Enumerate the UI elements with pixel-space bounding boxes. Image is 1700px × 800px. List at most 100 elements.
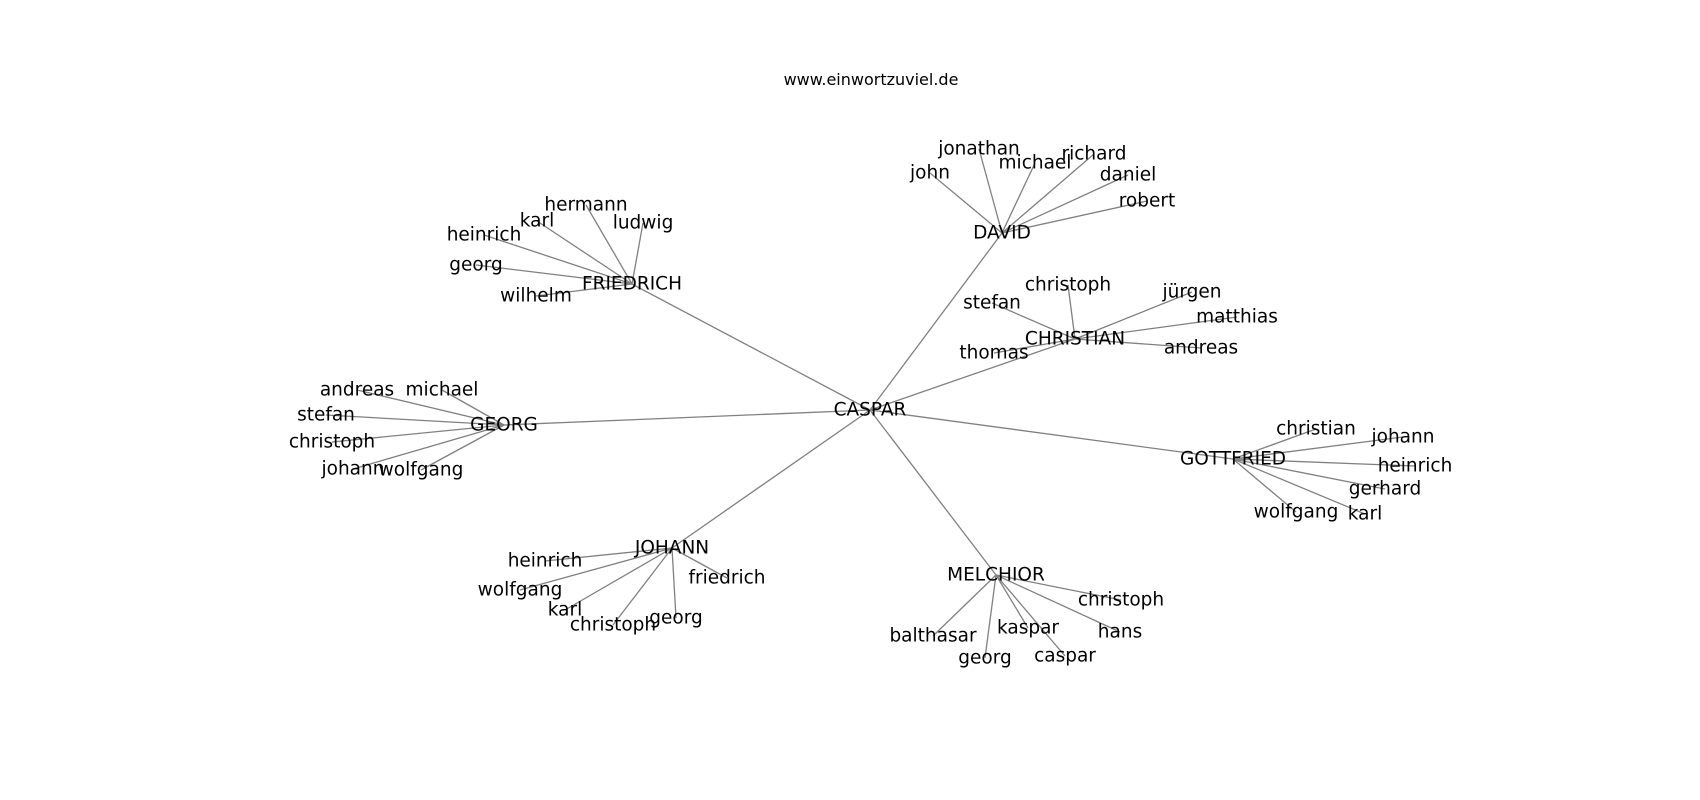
leaf-node-label: balthasar [889,626,977,647]
edge-gottfried-leaf-0 [1232,428,1317,460]
edge-christian-leaf-2 [991,302,1076,340]
leaf-node-label: johann [321,459,385,480]
edge-gottfried-leaf-3 [1232,458,1386,490]
leaf-node-label: wolfgang [1254,502,1339,523]
leaf-node-label: heinrich [508,551,583,572]
page-title: www.einwortzuviel.de [783,70,959,89]
leaf-node-label: wilhelm [500,286,572,307]
edge-georg-leaf-3 [331,424,505,443]
edge-friedrich-leaf-0 [585,204,633,285]
edge-georg-leaf-5 [420,424,505,471]
edge-christian-leaf-4 [993,338,1076,354]
edge-david-leaf-1 [1001,153,1095,234]
hub-node-label-melchior: MELCHIOR [947,565,1045,586]
hub-node-label-christian: CHRISTIAN [1025,329,1125,350]
leaf-node-label: caspar [1034,646,1096,667]
edge-center-gottfried [869,409,1234,460]
leaf-node-label: matthias [1196,307,1278,328]
leaf-node-label: georg [958,648,1011,669]
edge-gottfried-leaf-2 [1232,458,1416,467]
edges-layer [325,148,1416,659]
leaf-node-label: gerhard [1349,479,1422,500]
leaf-node-label: christoph [1025,275,1111,296]
edge-johann-leaf-1 [671,547,728,579]
edge-georg-leaf-4 [352,424,505,470]
leaf-node-label: kaspar [997,618,1059,639]
edge-center-christian [869,338,1076,411]
edge-center-georg [503,409,871,426]
edge-christian-leaf-3 [1074,316,1238,340]
edge-friedrich-leaf-4 [475,264,633,285]
edge-johann-leaf-2 [519,547,673,591]
leaf-node-label: heinrich [1378,456,1453,477]
hub-node-label-johann: JOHANN [634,538,709,559]
leaf-node-label: friedrich [688,568,765,589]
leaf-node-label: jonathan [937,139,1020,160]
leaf-node-label: stefan [297,405,355,426]
edge-gottfried-leaf-5 [1232,458,1366,515]
leaf-node-label: richard [1061,144,1126,165]
edge-melchior-leaf-3 [932,574,997,637]
edge-christian-leaf-1 [1074,291,1193,340]
edge-david-leaf-4 [1001,174,1129,234]
edge-gottfried-leaf-4 [1232,458,1297,513]
leaf-node-label: wolfgang [379,460,464,481]
edge-christian-leaf-5 [1074,338,1202,349]
edge-friedrich-leaf-5 [535,283,633,297]
leaf-node-label: karl [520,211,554,232]
edge-georg-leaf-2 [325,414,505,426]
leaf-node-label: andreas [1164,338,1238,359]
leaf-node-label: karl [548,600,582,621]
edge-melchior-leaf-0 [995,574,1122,601]
edge-georg-leaf-0 [356,389,505,426]
edge-johann-leaf-5 [671,547,677,619]
leaf-node-label: stefan [963,293,1021,314]
edge-georg-leaf-1 [441,389,505,426]
edge-melchior-leaf-2 [995,574,1029,629]
edge-johann-leaf-0 [544,547,673,562]
edge-david-leaf-5 [1001,200,1148,234]
leaf-node-label: john [909,163,950,184]
leaf-node-label: andreas [320,380,394,401]
leaf-node-label: georg [649,608,702,629]
leaf-node-label: johann [1371,427,1435,448]
hub-node-label-georg: GEORG [470,415,538,436]
leaf-node-label: jürgen [1162,282,1222,303]
leaf-node-label: christian [1276,419,1356,440]
leaf-node-label: christoph [570,615,656,636]
edge-friedrich-leaf-1 [536,220,633,285]
leaf-node-label: karl [1348,504,1382,525]
edge-center-johann [671,409,871,549]
edge-johann-leaf-4 [612,547,673,626]
leaf-node-label: ludwig [613,213,674,234]
hub-node-label-david: DAVID [973,223,1031,244]
edge-center-friedrich [631,283,871,411]
edge-melchior-leaf-1 [995,574,1121,633]
leaf-node-label: wolfgang [478,580,563,601]
leaf-node-label: hermann [544,195,627,216]
leaf-node-label: michael [999,153,1072,174]
edge-david-leaf-3 [929,172,1003,234]
leaf-node-label: christoph [1078,590,1164,611]
edge-friedrich-leaf-2 [631,222,644,285]
hub-node-label-friedrich: FRIEDRICH [582,274,682,295]
edge-melchior-leaf-5 [984,574,997,659]
hub-node-label-gottfried: GOTTFRIED [1180,449,1286,470]
edge-center-melchior [869,409,997,576]
leaf-node-label: heinrich [447,225,522,246]
edge-johann-leaf-3 [564,547,673,611]
leaf-node-label: michael [406,380,479,401]
leaf-node-label: georg [449,255,502,276]
leaf-node-label: thomas [959,343,1028,364]
edge-melchior-leaf-4 [995,574,1066,657]
edge-christian-leaf-0 [1067,284,1076,340]
edge-center-david [869,232,1003,411]
leaf-node-label: robert [1119,191,1176,212]
edge-david-leaf-2 [1001,162,1036,234]
edge-david-leaf-0 [978,148,1003,234]
center-node-label: CASPAR [834,400,907,421]
leaf-node-label: daniel [1100,165,1156,186]
edge-friedrich-leaf-3 [483,234,633,285]
